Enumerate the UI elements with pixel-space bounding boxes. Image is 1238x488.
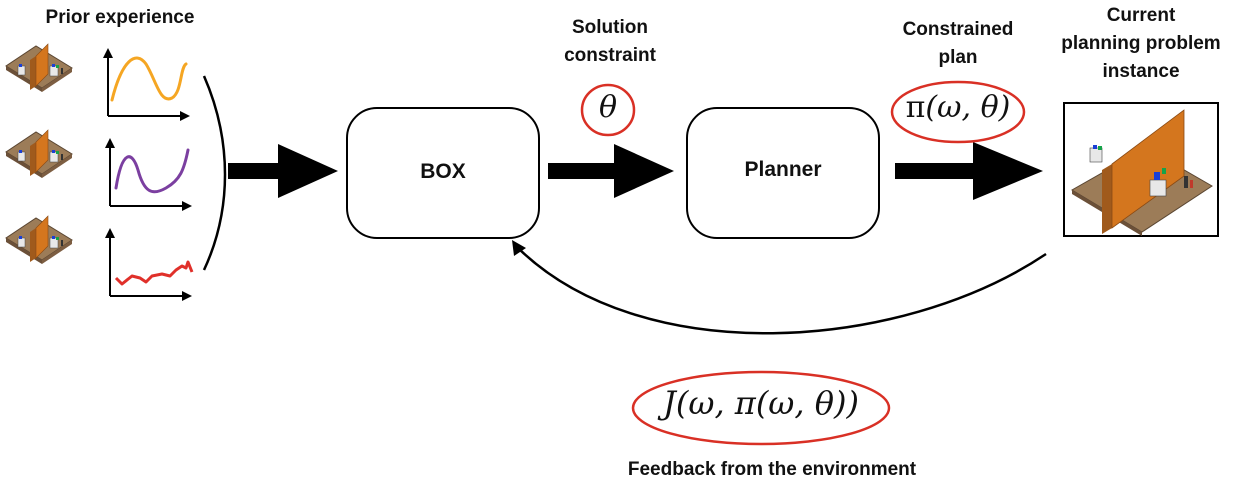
theta-circle [580, 83, 636, 137]
feedback-expression: J(ω, π(ω, θ)) [663, 384, 859, 422]
box-label: BOX [420, 160, 466, 183]
experience-curve-icon [105, 228, 194, 301]
arrow-box-to-planner [548, 144, 674, 198]
current-instance-image [1063, 102, 1219, 237]
robot-scene-icon [5, 129, 73, 179]
experience-curve-icon [105, 138, 192, 211]
constrained-plan-circle [890, 80, 1026, 144]
robot-scene-icon [5, 43, 73, 93]
planner-label: Planner [744, 158, 822, 181]
robot-scene-icon [5, 215, 73, 265]
prior-experience-label: Prior experience [45, 7, 195, 28]
constrained-plan-label: Constrained plan [902, 19, 1014, 68]
feedback-arrow [515, 245, 1047, 335]
constrained-plan-expression: π(ω, θ) [905, 90, 1011, 125]
planner-node [686, 107, 880, 239]
solution-constraint-label: Solution constraint [564, 17, 656, 66]
arrow-planner-to-instance [895, 142, 1043, 200]
theta-symbol: θ [598, 90, 618, 125]
box-node [346, 107, 540, 239]
experience-curve-icon [103, 48, 190, 121]
current-instance-label: Current planning problem instance [1061, 5, 1221, 82]
experience-bracket [202, 75, 227, 271]
feedback-arrowhead [512, 240, 526, 256]
feedback-label: Feedback from the environment [627, 459, 917, 480]
arrow-experience-to-box [228, 144, 338, 198]
feedback-circle [631, 370, 891, 446]
